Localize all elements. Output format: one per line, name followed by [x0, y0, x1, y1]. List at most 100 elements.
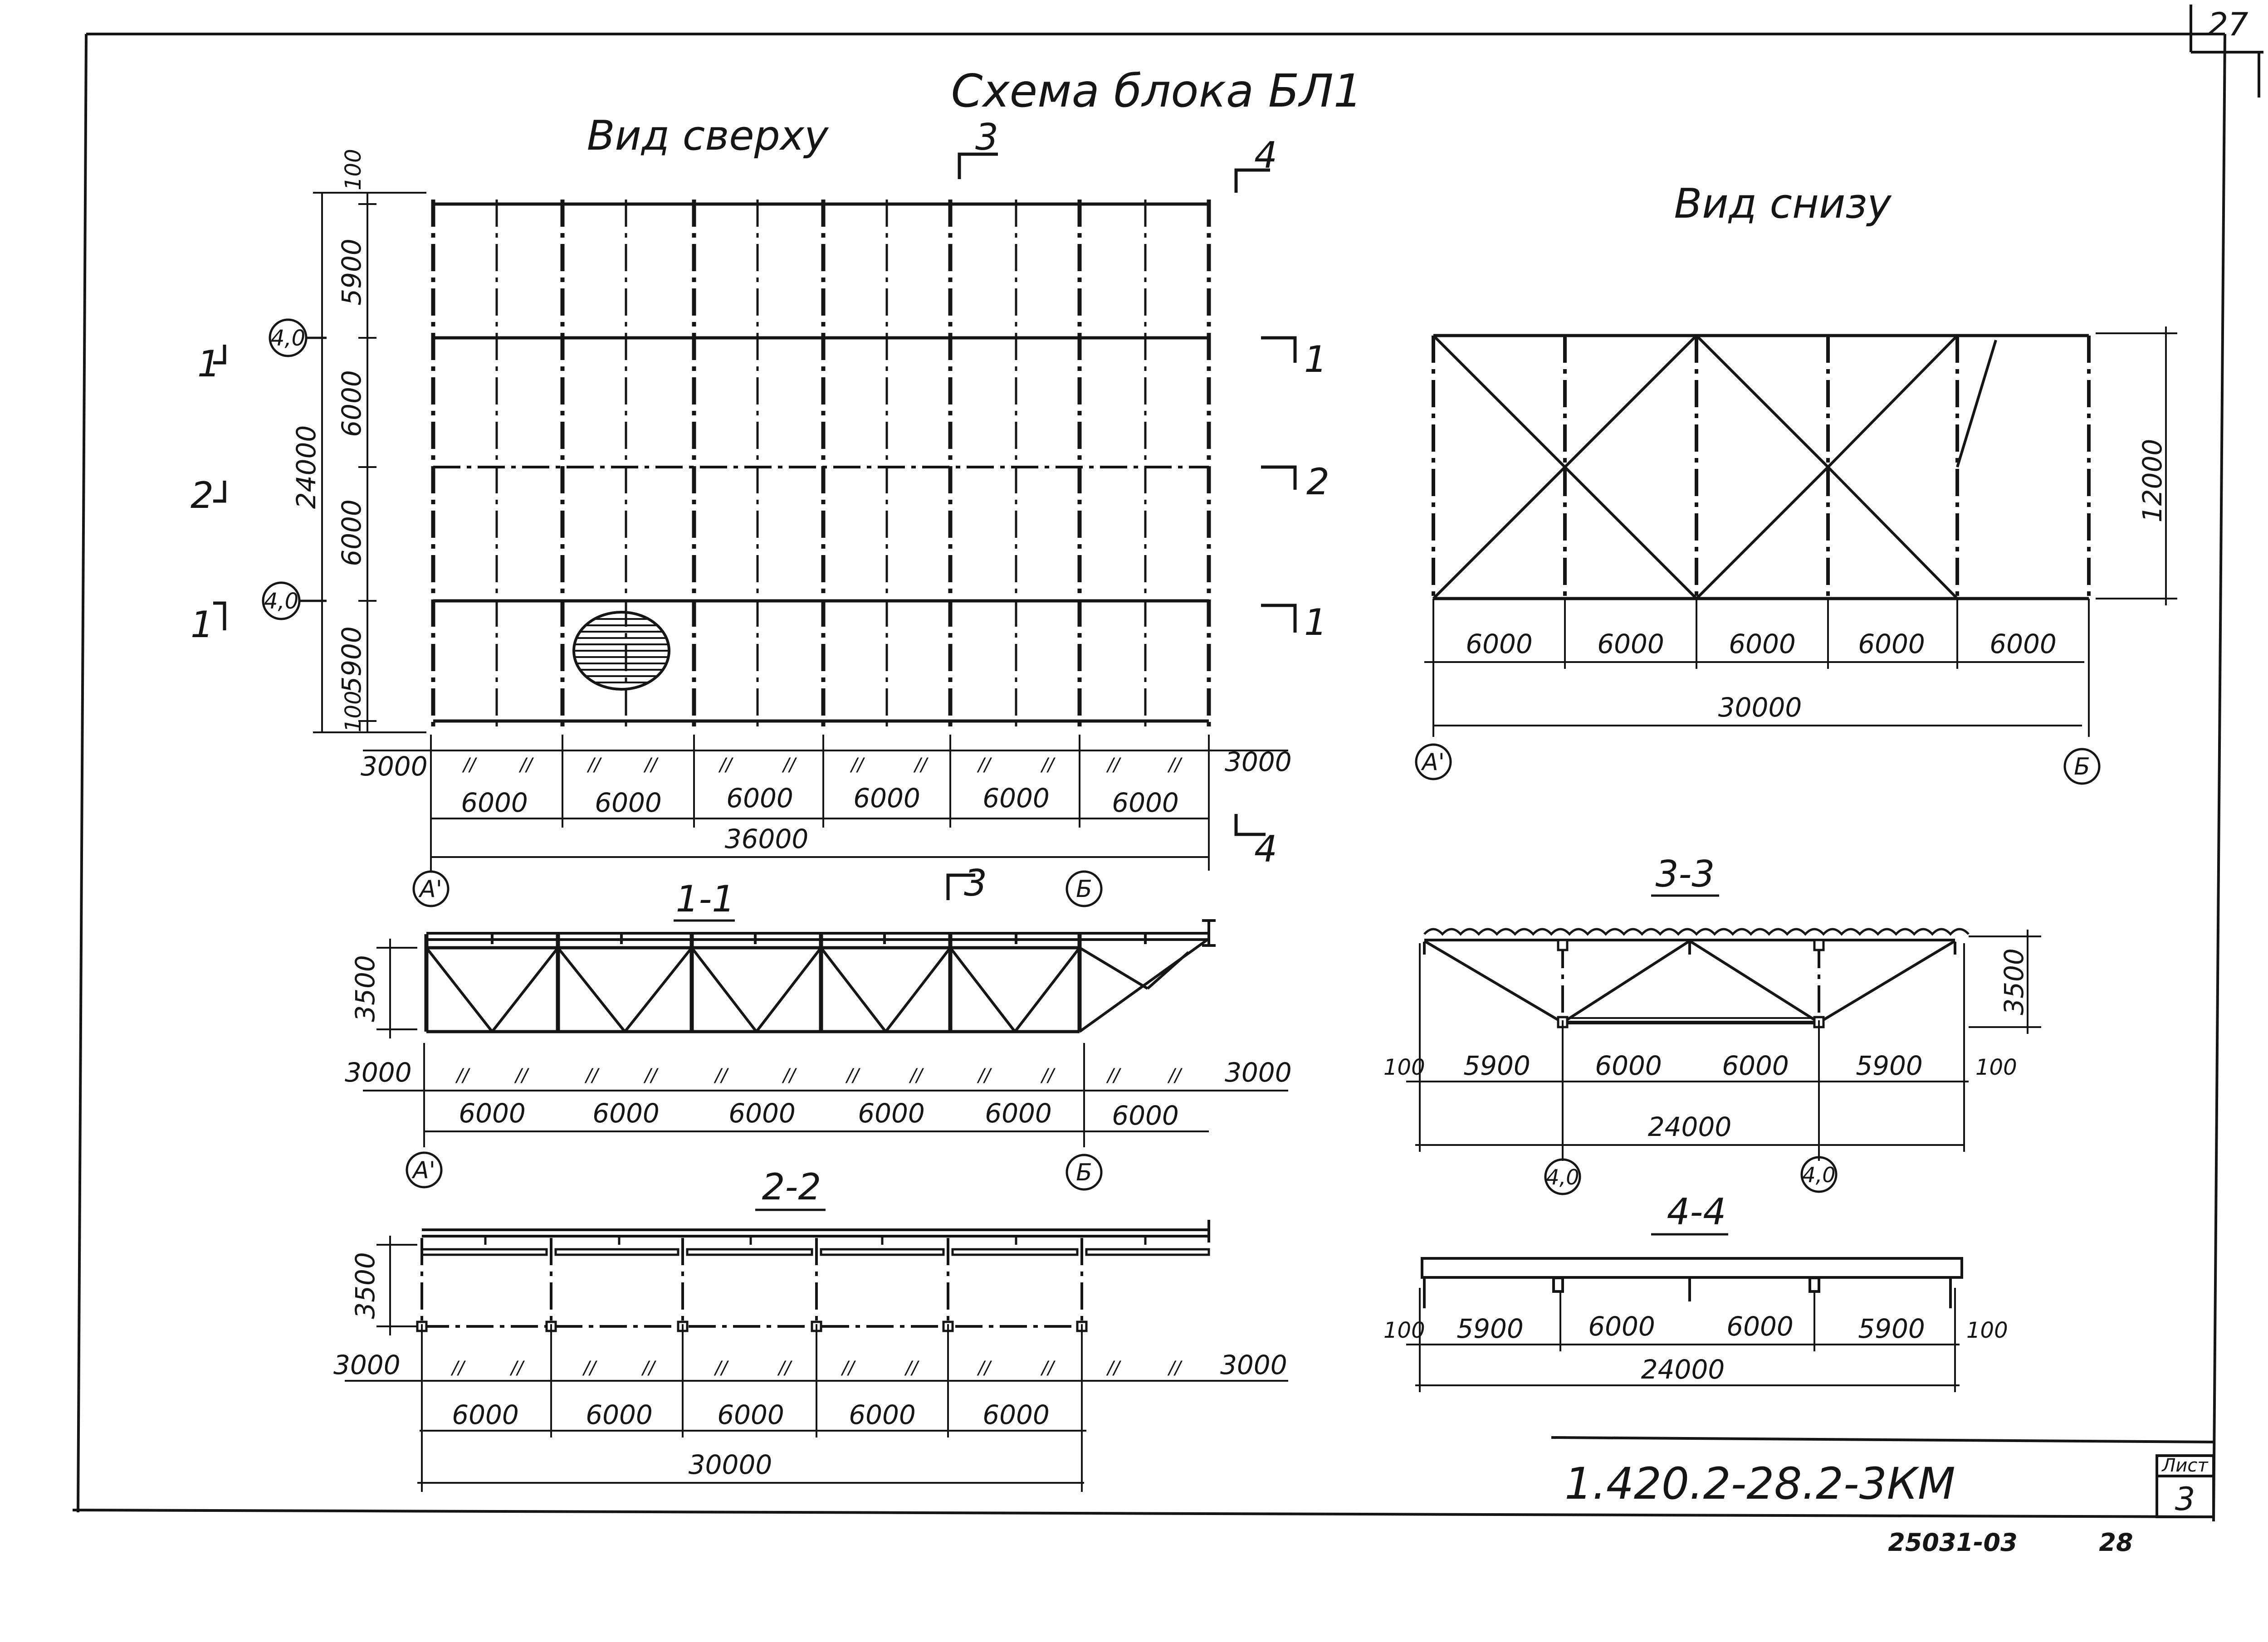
purlin-section: [686, 1248, 813, 1256]
axis-markers-top: [412, 870, 1103, 907]
cut-markers-top: [213, 152, 1297, 900]
dim-2-2-b2: 6000: [586, 1399, 653, 1430]
dim-top-5900b: 5900: [336, 626, 367, 693]
dim-3000-right-top: 3000: [1225, 746, 1292, 777]
elevation-markers-top: [262, 318, 327, 620]
dim-3-3-100-left: 100: [1383, 1055, 1425, 1080]
tick-mark: //: [1106, 755, 1122, 775]
dim-2-2-3500: 3500: [350, 1252, 381, 1319]
sheet-title: Схема блока БЛ1: [951, 64, 1363, 117]
cut-label-1-right-lower: 1: [1304, 601, 1327, 643]
dim-4-4-5900-left: 5900: [1457, 1313, 1524, 1344]
dim-1-1-b4: 6000: [858, 1098, 925, 1129]
dim-top-36000: 36000: [725, 823, 809, 854]
node-plate: [1813, 939, 1825, 951]
dim-3000-left-top: 3000: [361, 751, 428, 782]
tick-mark: //: [519, 755, 534, 775]
dim-4-4-5900-right: 5900: [1858, 1313, 1925, 1344]
tick-mark: //: [1106, 1065, 1122, 1086]
dim-bot-4: 6000: [1858, 629, 1925, 659]
tick-mark: //: [1168, 755, 1183, 775]
dim-top-b4: 6000: [853, 783, 920, 814]
elev-label-upper: 4,0: [271, 326, 305, 351]
bottom-view-brace: [1956, 340, 1997, 468]
tick-mark: //: [1041, 1065, 1056, 1086]
section-1-1-truss: [424, 919, 1216, 1033]
dim-top-b6: 6000: [1112, 787, 1179, 818]
dim-top-100b: 100: [341, 691, 366, 732]
truss-diagonal: [624, 947, 693, 1033]
truss-diagonal: [425, 947, 494, 1033]
truss-diagonal: [491, 947, 559, 1033]
corner-number: 27: [2208, 6, 2248, 43]
elev-3-3-left: 4,0: [1546, 1165, 1579, 1189]
section-1-1-title: 1-1: [676, 878, 735, 920]
tick-mark: //: [714, 1358, 729, 1379]
truss-diagonal: [690, 947, 758, 1033]
dim-4-4-100-right: 100: [1966, 1318, 2008, 1343]
tick-mark: //: [1168, 1358, 1183, 1379]
tick-mark: //: [514, 1065, 530, 1086]
archive-page: 28: [2099, 1528, 2133, 1557]
truss-diagonal: [1689, 940, 1820, 1024]
tick-mark: //: [914, 755, 929, 775]
tick-mark: //: [587, 755, 602, 775]
purlin-section: [820, 1248, 945, 1256]
tick-mark: //: [455, 1065, 471, 1086]
dim-3-3-5900-right: 5900: [1856, 1050, 1923, 1081]
truss-diagonal: [1423, 940, 1564, 1024]
tick-mark: //: [462, 755, 478, 775]
bottom-view-brace: [1827, 334, 1959, 468]
dim-3-3-100-right: 100: [1975, 1055, 2017, 1080]
dim-top-6000a: 6000: [336, 370, 367, 437]
title-block: [1551, 1436, 2215, 1518]
dim-top-b1: 6000: [461, 787, 528, 818]
dim-bot-3: 6000: [1729, 629, 1796, 659]
tick-mark: //: [782, 755, 797, 775]
dim-chain-section-2-2: [345, 1236, 1288, 1492]
tick-mark: //: [1168, 1065, 1183, 1086]
tick-mark: //: [909, 1065, 924, 1086]
cut-label-4-bottom: 4: [1254, 828, 1277, 870]
axis-b-1-1: Б: [1076, 1159, 1092, 1186]
truss-diagonal: [820, 947, 887, 1033]
truss-diagonal: [1818, 940, 1956, 1024]
dim-top-b5: 6000: [982, 783, 1050, 814]
bottom-view-title: Вид снизу: [1674, 180, 1892, 228]
tick-mark: //: [1041, 755, 1056, 775]
dim-3-3-24000: 24000: [1648, 1111, 1732, 1142]
dim-bot-5: 6000: [1989, 629, 2057, 659]
elevation-markers-section-3-3: [1544, 1156, 1838, 1195]
dim-1-1-b5: 6000: [985, 1098, 1052, 1129]
axis-b-top: Б: [1076, 876, 1092, 903]
dim-2-2-b5: 6000: [982, 1399, 1050, 1430]
purlin-section: [420, 1248, 548, 1256]
truss-diagonal: [557, 947, 626, 1033]
dim-2-2-b3: 6000: [717, 1399, 784, 1430]
dim-3-3-3500: 3500: [1999, 948, 2029, 1015]
dim-top-100a: 100: [341, 149, 366, 190]
dim-chain-bottom-view: [1424, 326, 2177, 737]
dim-top-6000b: 6000: [336, 499, 367, 566]
tick-mark: //: [841, 1358, 856, 1379]
tick-mark: //: [510, 1358, 525, 1379]
dim-top-5900a: 5900: [336, 239, 367, 306]
tick-mark: //: [582, 1358, 598, 1379]
elev-3-3-right: 4,0: [1802, 1163, 1835, 1187]
truss-diagonal: [755, 947, 822, 1033]
section-4-4-title: 4-4: [1667, 1191, 1726, 1233]
tick-marks-section-2-2: ////////////////////////: [451, 1358, 1183, 1379]
cut-label-2-left: 2: [191, 474, 214, 516]
bottom-view-plan: [1432, 334, 2091, 600]
dim-chain-left-top: [313, 192, 426, 733]
tick-mark: //: [644, 755, 659, 775]
dim-1-1-3500: 3500: [350, 955, 381, 1022]
axis-markers-bottom-view: [1415, 743, 2101, 785]
tick-mark: //: [451, 1358, 466, 1379]
tick-mark: //: [585, 1065, 600, 1086]
truss-diagonal: [1562, 940, 1691, 1024]
dim-top-24000: 24000: [291, 425, 322, 509]
cut-label-2-right: 2: [1306, 461, 1330, 503]
dim-2-2-b4: 6000: [849, 1399, 916, 1430]
